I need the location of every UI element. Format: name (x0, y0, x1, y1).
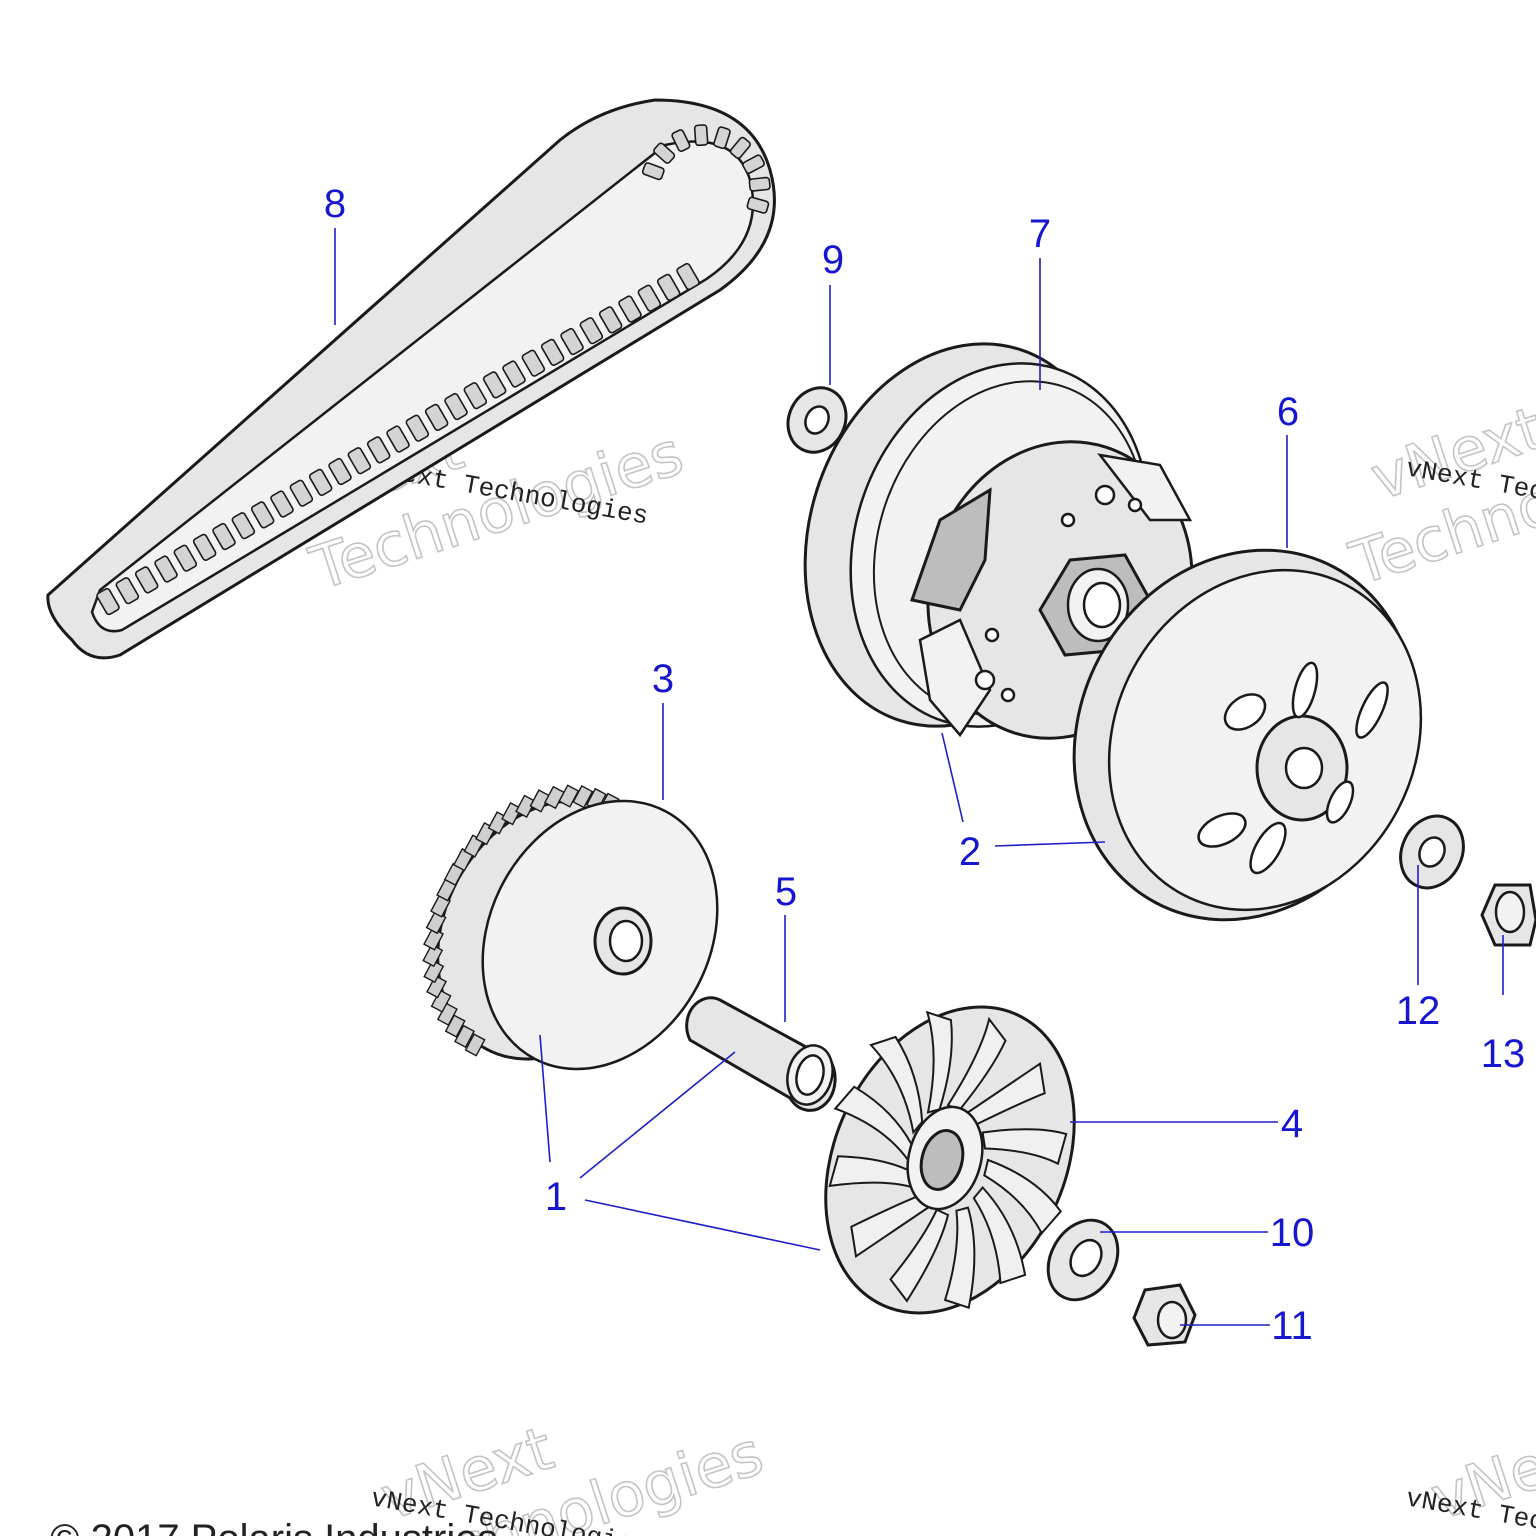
pulley-tooth (464, 1033, 486, 1057)
copyright-text: © 2017 Polaris Industries (50, 1517, 497, 1536)
belt-tooth (154, 555, 178, 583)
washer-9[interactable] (778, 378, 857, 461)
watermark-group-lower-right: vNext vNext Technologies (1404, 1413, 1536, 1536)
callout-4[interactable]: 4 (1281, 1102, 1303, 1146)
belt-tooth (212, 522, 236, 551)
belt-tooth (748, 176, 771, 192)
fan-blade (850, 1194, 930, 1259)
nut-13[interactable] (1480, 883, 1536, 947)
fan-blade (828, 1155, 915, 1189)
callout-numbers: 8 9 7 6 3 5 2 4 10 11 12 13 1 (324, 182, 1525, 1348)
pulley-tooth (529, 789, 551, 813)
belt-tooth (521, 349, 546, 377)
pulley-tooth (558, 784, 580, 808)
callout-11[interactable]: 11 (1271, 1304, 1313, 1348)
belt-tooth (641, 162, 665, 181)
belt-tooth (637, 284, 662, 312)
belt-tooth (746, 196, 770, 214)
belt-tooth (502, 360, 526, 388)
fan-blades (828, 1010, 1068, 1310)
belt-tooth (579, 317, 604, 345)
fan-blade (983, 1158, 1062, 1235)
belt-tooth (598, 306, 623, 334)
fan-blade (925, 1010, 953, 1114)
pulley-tooth (426, 974, 448, 999)
belt-tooth (444, 392, 468, 421)
callout-9[interactable]: 9 (822, 238, 844, 282)
belt-tooth (540, 338, 565, 366)
fan-blade (981, 1128, 1068, 1166)
pulley-tooth (423, 959, 445, 984)
clutch-bell-6[interactable] (1010, 490, 1480, 980)
fan-blade (889, 1208, 950, 1303)
callout-13[interactable]: 13 (1481, 1032, 1526, 1076)
belt-tooth (671, 129, 691, 152)
callout-3[interactable]: 3 (652, 657, 674, 701)
belt-tooth (366, 436, 391, 464)
belt-tooth (482, 371, 507, 399)
belt-tooth (328, 457, 352, 486)
callout-5[interactable]: 5 (775, 870, 797, 914)
belt-tooth (386, 425, 410, 453)
belt-tooth (676, 262, 700, 291)
pulley-tooth (572, 785, 594, 809)
pulley-face-3[interactable] (394, 760, 763, 1111)
belt-tooth (231, 512, 256, 540)
fan-blade (833, 1085, 913, 1163)
callout-10[interactable]: 10 (1270, 1211, 1315, 1255)
leader-1c (584, 1199, 821, 1251)
leader-2a (994, 841, 1106, 847)
belt-tooth (463, 382, 488, 410)
belt-tooth (653, 142, 676, 164)
callout-12[interactable]: 12 (1396, 989, 1441, 1033)
leader-1a (539, 1034, 551, 1163)
nut-11[interactable] (1132, 1283, 1197, 1347)
belt-tooth (656, 273, 681, 301)
belt-teeth (96, 124, 771, 616)
belt-tooth (405, 414, 430, 442)
fan-blade (869, 1035, 924, 1135)
belt-tooth (693, 124, 709, 147)
fan-blade (966, 1061, 1046, 1126)
drive-belt[interactable] (46, 98, 776, 660)
belt-tooth (192, 533, 217, 561)
belt-tooth (618, 295, 642, 323)
fan-blade (943, 1206, 976, 1310)
pulley-tooth (515, 794, 537, 819)
belt-tooth (173, 544, 198, 572)
belt-tooth (115, 577, 140, 605)
washer-10[interactable] (1034, 1208, 1131, 1313)
fan-face-4[interactable] (778, 966, 1122, 1353)
belt-tooth (289, 479, 314, 507)
belt-tooth (729, 136, 751, 159)
belt-tooth (270, 490, 294, 518)
callout-1[interactable]: 1 (545, 1175, 567, 1219)
belt-tooth (742, 154, 765, 174)
callout-8[interactable]: 8 (324, 182, 346, 226)
belt-tooth (308, 468, 333, 496)
watermark-group-upper-right: vNext Technologies vNext Technologies (1341, 393, 1536, 601)
belt-tooth (347, 447, 372, 475)
callout-7[interactable]: 7 (1029, 212, 1051, 256)
belt-tooth (134, 566, 159, 594)
leader-2b (941, 732, 964, 823)
washer-12[interactable] (1389, 806, 1475, 898)
belt-tooth (424, 403, 449, 431)
callout-2[interactable]: 2 (959, 830, 981, 874)
callout-6[interactable]: 6 (1277, 390, 1299, 434)
pulley-tooth (422, 943, 444, 968)
leader-1b (579, 1051, 736, 1179)
belt-tooth (96, 587, 120, 616)
pulley-tooth (501, 802, 523, 826)
pulley-tooth (430, 989, 452, 1013)
pulley-tooth (454, 1024, 475, 1049)
leader-lines (334, 228, 1504, 1326)
belt-tooth (713, 126, 731, 150)
fan-blade (972, 1185, 1027, 1285)
fan-blade (946, 1016, 1007, 1112)
bushing-5[interactable] (685, 996, 839, 1112)
belt-tooth (250, 501, 275, 529)
belt-tooth (560, 327, 584, 356)
